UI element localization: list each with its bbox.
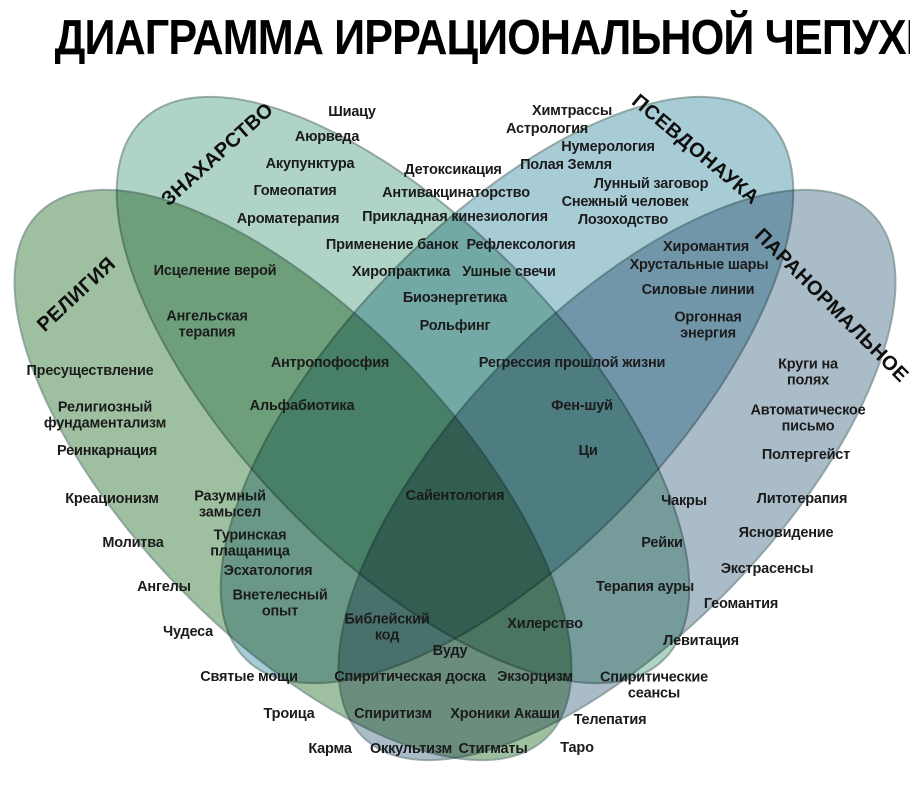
diagram-label: Ушные свечи (462, 264, 556, 281)
diagram-label: Прикладная кинезиология (362, 209, 548, 226)
diagram-label: Снежный человек (561, 194, 689, 211)
diagram-label: Экстрасенсы (720, 561, 814, 578)
diagram-label: Лунный заговор (593, 176, 709, 193)
diagram-label: Полая Земля (520, 157, 612, 174)
diagram-label: Автоматическое письмо (750, 402, 866, 434)
diagram-label: Лозоходство (577, 212, 669, 229)
diagram-label: Спиритическая доска (334, 669, 486, 686)
diagram-label: Хиропрактика (351, 264, 451, 281)
diagram-label: Гомеопатия (253, 183, 337, 200)
diagram-label: Троица (263, 706, 315, 723)
diagram-label: Карма (308, 741, 352, 758)
diagram-label: Регрессия прошлой жизни (478, 355, 666, 372)
diagram-label: Исцеление верой (153, 263, 277, 280)
diagram-label: Хроники Акаши (450, 706, 560, 723)
diagram-label: Силовые линии (641, 282, 755, 299)
diagram-label: Фен-шуй (551, 398, 613, 415)
diagram-label: Применение банок (325, 237, 459, 254)
diagram-label: Креационизм (65, 491, 159, 508)
diagram-label: Терапия ауры (595, 579, 695, 596)
set-ellipse-paranormal (337, 188, 897, 762)
diagram-label: Оргонная энергия (674, 309, 742, 341)
diagram-label: Разумный замысел (194, 488, 266, 520)
diagram-label: Чудеса (162, 624, 214, 641)
diagram-label: Антивакцинаторство (382, 185, 530, 202)
diagram-label: Святые мощи (200, 669, 298, 686)
diagram-label: Рольфинг (419, 318, 491, 335)
diagram-label: Литотерапия (756, 491, 848, 508)
diagram-label: Антропофосфия (270, 355, 390, 372)
diagram-label: Сайентология (405, 488, 505, 505)
diagram-label: Телепатия (573, 712, 647, 729)
diagram-label: Детоксикация (404, 162, 502, 179)
diagram-label: Чакры (661, 493, 707, 510)
diagram-label: Эсхатология (223, 563, 313, 580)
diagram-label: Молитва (102, 535, 164, 552)
diagram-label: Спиритизм (354, 706, 432, 723)
diagram-label: Ци (578, 443, 598, 460)
diagram-label: Ангелы (137, 579, 191, 596)
diagram-label: Пресуществление (26, 363, 154, 380)
diagram-label: Хрустальные шары (629, 257, 769, 274)
diagram-label: Спиритические сеансы (600, 669, 708, 701)
page-title: ДИАГРАММА ИРРАЦИОНАЛЬНОЙ ЧЕПУХИ (54, 11, 910, 65)
diagram-label: Экзорцизм (497, 669, 573, 686)
diagram-label: Религиозный фундаментализм (43, 399, 167, 431)
diagram-label: Нумерология (561, 139, 655, 156)
diagram-label: Ангельская терапия (166, 308, 248, 340)
diagram-label: Альфабиотика (249, 398, 355, 415)
diagram-label: Хиромантия (663, 239, 749, 256)
diagram-label: Таро (560, 740, 594, 757)
diagram-label: Круги на полях (778, 356, 838, 388)
diagram-label: Акупунктура (265, 156, 355, 173)
diagram-label: Ароматерапия (236, 211, 340, 228)
diagram-label: Внетелесный опыт (232, 587, 328, 619)
diagram-label: Левитация (663, 633, 739, 650)
diagram-label: Стигматы (458, 741, 528, 758)
diagram-label: Геомантия (703, 596, 779, 613)
set-title-religion: РЕЛИГИЯ (33, 252, 121, 337)
diagram-label: Полтергейст (761, 447, 851, 464)
diagram-label: Аюрведа (294, 129, 360, 146)
diagram-label: Рефлексология (466, 237, 576, 254)
diagram-label: Хилерство (507, 616, 583, 633)
diagram-label: Вуду (432, 643, 468, 660)
diagram-label: Химтрассы (531, 103, 613, 120)
diagram-label: Ясновидение (738, 525, 834, 542)
diagram-label: Шиацу (328, 104, 376, 121)
diagram-label: Биоэнергетика (402, 290, 508, 307)
diagram-label: Реинкарнация (57, 443, 157, 460)
diagram-label: Астрология (505, 121, 589, 138)
diagram-label: Библейский код (344, 611, 430, 643)
diagram-label: Оккультизм (369, 741, 453, 758)
diagram-label: Рейки (641, 535, 683, 552)
diagram-label: Туринская плащаница (210, 527, 290, 559)
